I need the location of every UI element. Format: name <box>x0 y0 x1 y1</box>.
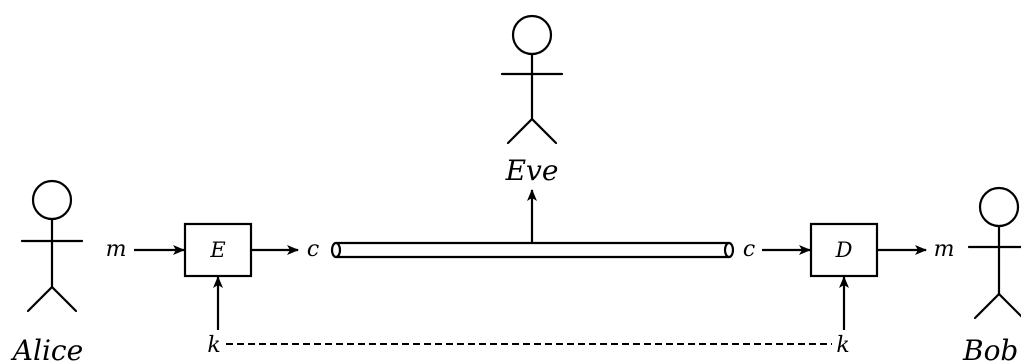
alice-label: Alice <box>10 334 83 363</box>
pipe-left-end <box>330 241 342 259</box>
eve-head <box>511 14 553 56</box>
eve-figure <box>500 14 564 145</box>
key-encrypt-label: k <box>207 333 220 358</box>
message-in-label: m <box>106 237 127 262</box>
pipe-right-end <box>723 241 735 259</box>
eve-left-leg <box>506 117 534 145</box>
bob-figure <box>967 186 1021 320</box>
encrypt-label: E <box>209 238 225 262</box>
bob-head <box>978 186 1020 228</box>
bob-left-leg <box>973 292 1001 320</box>
channel-pipe <box>330 241 735 259</box>
decrypt-box <box>809 222 879 278</box>
key-decrypt-label: k <box>836 333 849 358</box>
pipe-body <box>336 243 729 257</box>
eve-label: Eve <box>505 154 559 187</box>
bob-label: Bob <box>962 334 1018 363</box>
bob-right-leg <box>997 292 1021 318</box>
ciphertext-out-label: c <box>307 237 319 262</box>
ciphertext-in-label: c <box>743 237 755 262</box>
alice-figure <box>20 179 84 313</box>
decrypt-label: D <box>835 238 853 262</box>
alice-left-leg <box>26 285 54 313</box>
message-out-label: m <box>934 237 955 262</box>
alice-right-leg <box>50 285 78 313</box>
alice-head <box>31 179 73 221</box>
eve-right-leg <box>530 117 558 145</box>
